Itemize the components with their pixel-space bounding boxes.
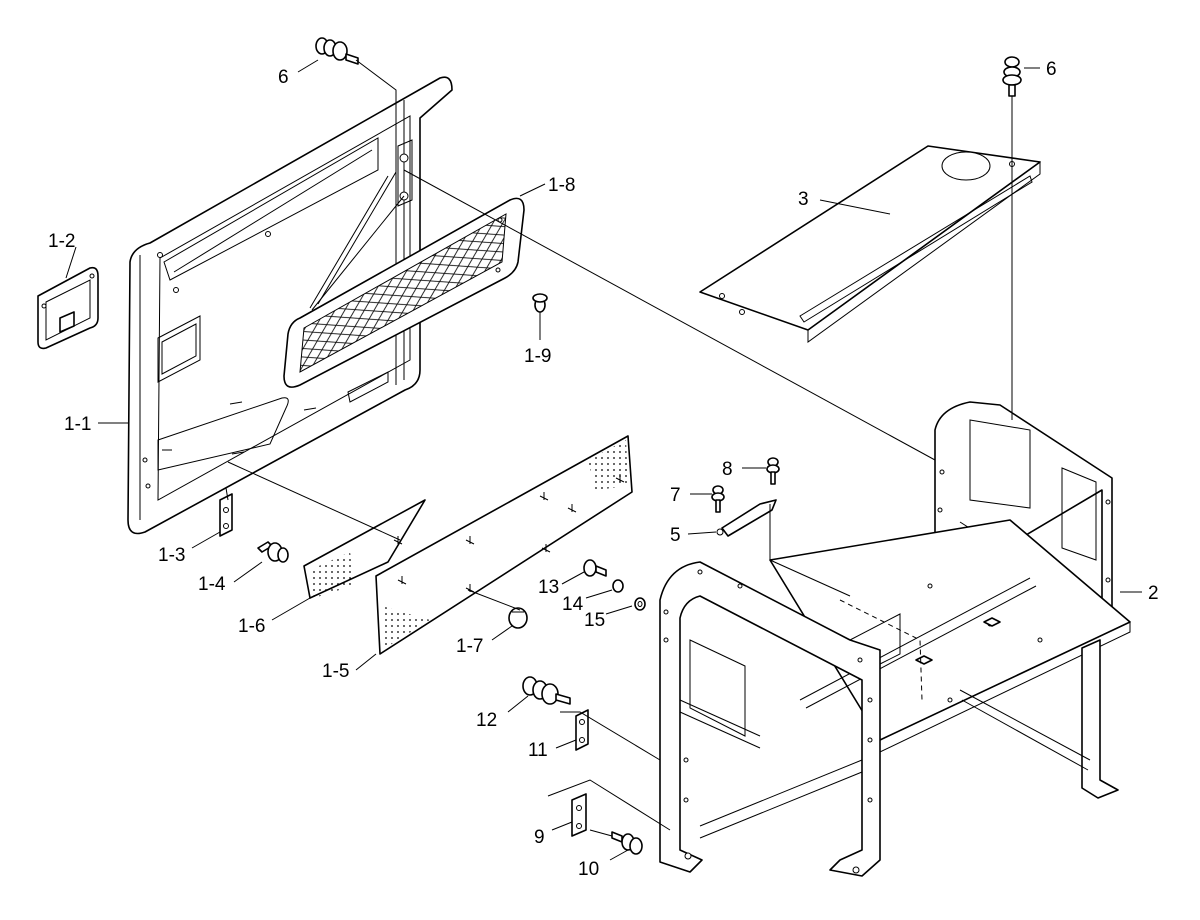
callout-9: 9 [534, 827, 545, 848]
bracket-9 [571, 793, 587, 837]
callout-1-8: 1-8 [548, 175, 575, 196]
callout-labels: 6 6 1-8 1-2 3 1-9 1-1 8 7 5 1-3 1-4 13 1… [48, 59, 1159, 880]
callout-6-left: 6 [278, 67, 289, 88]
callout-1-1: 1-1 [64, 414, 91, 435]
plug-1-7 [508, 607, 528, 629]
callout-8: 8 [722, 459, 733, 480]
callout-1-3: 1-3 [158, 545, 185, 566]
pad-1-6 [303, 499, 426, 599]
nut-14 [612, 579, 624, 593]
callout-6-right: 6 [1046, 59, 1057, 80]
bolt-1-4 [257, 541, 289, 563]
insulation-pad-1-5 [375, 435, 633, 655]
bolt-6-right [1002, 56, 1022, 97]
callout-11: 11 [528, 740, 548, 761]
bolt-1-9 [532, 293, 548, 313]
bracket-11 [575, 709, 589, 751]
callout-leaders [65, 59, 1142, 861]
callout-1-4: 1-4 [198, 574, 226, 595]
callout-1-2: 1-2 [48, 231, 75, 252]
bolt-7 [711, 485, 725, 513]
vent-grille-1-8 [283, 197, 525, 388]
bolt-6-left [315, 37, 359, 65]
top-plate-3 [699, 145, 1041, 343]
door-panel-1-1 [127, 76, 453, 535]
bolt-8 [766, 457, 780, 485]
bracket-1-3 [219, 493, 233, 537]
callout-5: 5 [670, 525, 681, 546]
callout-2: 2 [1148, 583, 1159, 604]
callout-15: 15 [584, 610, 605, 631]
callout-1-5: 1-5 [322, 661, 349, 682]
bolt-12 [522, 676, 571, 705]
callout-12: 12 [476, 710, 497, 731]
callout-14: 14 [562, 594, 584, 615]
callout-1-6: 1-6 [238, 616, 265, 637]
assembly-lines [225, 59, 1013, 837]
frame-2 [659, 401, 1131, 877]
callout-13: 13 [538, 577, 559, 598]
bolt-10 [611, 831, 643, 855]
callout-1-9: 1-9 [524, 346, 551, 367]
bolt-13 [583, 559, 607, 577]
washer-15 [634, 597, 646, 611]
callout-7: 7 [670, 485, 681, 506]
callout-3: 3 [798, 189, 809, 210]
lock-assembly-1-2 [37, 266, 99, 350]
callout-10: 10 [578, 859, 599, 880]
callout-1-7: 1-7 [456, 636, 483, 657]
hinge-5 [716, 499, 777, 537]
